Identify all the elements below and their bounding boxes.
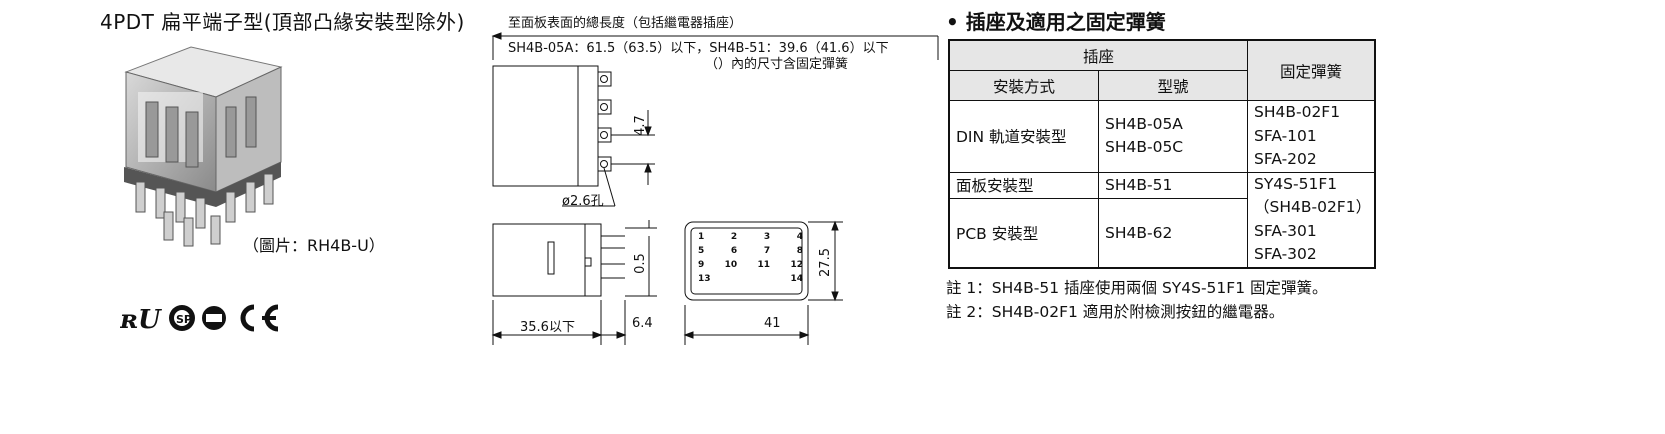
dimension-drawing <box>491 32 939 345</box>
pin-label: 6 <box>730 246 738 256</box>
model-value: SH4B-05A <box>1105 114 1183 133</box>
note-2: 註 2：SH4B-02F1 適用於附檢測按鈕的繼電器。 <box>946 303 1285 321</box>
spring-cell: SY4S-51F1 （SH4B-02F1） SFA-301 SFA-302 <box>1247 171 1376 268</box>
header-socket: 插座 <box>948 39 1248 71</box>
header-spring: 固定彈簧 <box>1247 39 1376 101</box>
pin-label: 2 <box>730 232 738 242</box>
model-value: SH4B-05C <box>1105 138 1184 157</box>
model-cell: SH4B-62 <box>1098 197 1248 269</box>
length-note: 至面板表面的總長度（包括繼電器插座） <box>508 16 743 31</box>
photo-caption: （圖片：RH4B-U） <box>243 236 385 255</box>
pin-label: 9 <box>698 260 705 270</box>
socket-table: 插座 固定彈簧 安裝方式 型號 DIN 軌道安裝型 SH4B-05A SH4B-… <box>948 39 1376 269</box>
header-model: 型號 <box>1098 70 1248 101</box>
pin-label: 13 <box>698 274 711 284</box>
table-row: PCB 安裝型 SH4B-62 <box>948 197 1375 269</box>
pin-grid: 1 2 3 4 5 6 7 8 9 10 11 12 13 14 <box>698 232 803 288</box>
pin-label: 4 <box>796 232 803 242</box>
pin-label: 12 <box>790 260 803 270</box>
note-1: 註 1：SH4B-51 插座使用兩個 SY4S-51F1 固定彈簧。 <box>946 279 1328 297</box>
certification-logos: ʀU SP <box>120 304 279 335</box>
dim-terminal: 6.4 <box>632 316 653 331</box>
terminal-holes <box>597 71 612 172</box>
table-row: 面板安裝型 SH4B-51 SY4S-51F1 （SH4B-02F1） SFA-… <box>948 171 1376 268</box>
dim-gap: 0.5 <box>632 253 648 274</box>
pin-label: 10 <box>724 260 738 270</box>
section-title: • 插座及適用之固定彈簧 <box>946 10 1166 34</box>
mount-cell: 面板安裝型 <box>948 171 1099 199</box>
pin-label: 5 <box>698 246 705 256</box>
spring-cell: SH4B-02F1 SFA-101 SFA-202 <box>1247 100 1376 173</box>
page-title: 4PDT 扁平端子型(頂部凸緣安裝型除外) <box>100 10 465 34</box>
pin-label: 11 <box>757 260 771 270</box>
dim-hole: ø2.6孔 <box>562 194 604 209</box>
dim-length: 35.6以下 <box>520 320 575 335</box>
model-cell: SH4B-05A SH4B-05C <box>1098 100 1248 173</box>
table-row: DIN 軌道安裝型 SH4B-05A SH4B-05C SH4B-02F1 SF… <box>948 100 1376 173</box>
mount-cell: PCB 安裝型 <box>948 197 1099 269</box>
pin-label: 8 <box>796 246 803 256</box>
spring-value: SFA-301 <box>1254 221 1317 240</box>
spring-value: SY4S-51F1 <box>1254 174 1338 193</box>
dim-height: 27.5 <box>817 248 833 277</box>
ce-logo <box>240 304 279 332</box>
relay-photo <box>124 46 283 247</box>
spring-value: SFA-202 <box>1254 150 1317 168</box>
length-values: SH4B-05A：61.5（63.5）以下，SH4B-51：39.6（41.6）… <box>508 41 889 56</box>
pin-label: 3 <box>763 232 771 242</box>
pin-label: 1 <box>698 232 705 242</box>
csa-logo: SP <box>169 305 195 331</box>
spring-value: SH4B-02F1 <box>1254 103 1341 121</box>
spring-value: SFA-101 <box>1254 126 1317 145</box>
dim-width: 41 <box>764 316 781 331</box>
model-cell: SH4B-51 <box>1098 171 1248 199</box>
length-paren-note: （）內的尺寸含固定彈簧 <box>705 57 849 72</box>
spring-value: （SH4B-02F1） <box>1254 198 1372 216</box>
ul-logo: ʀU <box>120 305 162 335</box>
header-mount: 安裝方式 <box>948 70 1099 101</box>
mount-cell: DIN 軌道安裝型 <box>948 100 1099 173</box>
pin-label: 14 <box>790 274 803 284</box>
svg-text:ʀU: ʀU <box>120 305 162 335</box>
pin-label: 7 <box>763 246 771 256</box>
spring-value: SFA-302 <box>1254 245 1317 263</box>
dim-pitch: 4.7 <box>632 115 648 136</box>
svg-text:SP: SP <box>176 313 192 326</box>
tuv-logo <box>202 306 226 330</box>
